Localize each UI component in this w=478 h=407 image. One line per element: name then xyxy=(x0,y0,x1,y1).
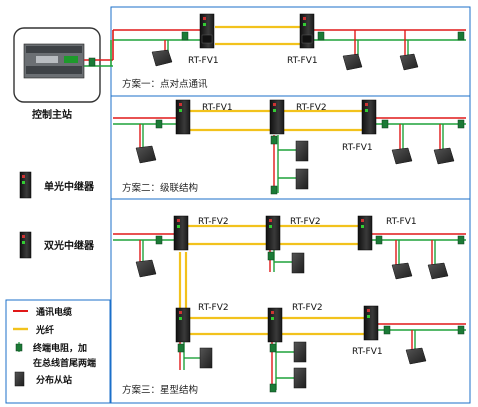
terminator-icon xyxy=(269,343,277,353)
slave-device-icon xyxy=(391,147,413,165)
terminator-icon xyxy=(457,325,465,335)
repeater-icon xyxy=(361,99,377,135)
slave-device-icon xyxy=(151,49,173,67)
legend-item-label: 在总线首尾两端 xyxy=(33,357,96,369)
terminator-icon xyxy=(267,251,275,261)
repeater-icon xyxy=(175,99,191,135)
main-station: 控制主站 xyxy=(13,27,114,121)
legend-item-label: 终端电阻，加 xyxy=(32,342,87,354)
repeater-icon xyxy=(199,13,215,49)
terminator-icon xyxy=(155,235,163,245)
slave-device-icon xyxy=(433,147,455,165)
scheme-title: 方案三：星型结构 xyxy=(122,384,198,396)
scheme-three: RT-FV2 RT-FV2 RT-FV1 RT-FV2 RT-FV2 RT-FV… xyxy=(113,215,466,396)
repeater-icon xyxy=(265,215,281,251)
scheme-one: RT-FV1 RT-FV1 方案一：点对点通讯 xyxy=(113,13,466,90)
dual-repeater-label: 双光中继器 xyxy=(44,239,95,252)
terminator-icon xyxy=(15,342,23,352)
repeater-label: RT-FV1 xyxy=(342,143,373,153)
repeater-icon xyxy=(267,307,283,343)
legend: 通讯电缆 光纤 终端电阻，加 在总线首尾两端 分布从站 xyxy=(13,306,96,387)
repeater-label: RT-FV1 xyxy=(188,56,219,66)
repeater-label: RT-FV2 xyxy=(296,103,327,113)
slave-device-icon xyxy=(295,140,309,162)
slave-device-icon xyxy=(427,262,449,280)
repeater-icon xyxy=(357,215,373,251)
dual-repeater-sample: 双光中继器 xyxy=(19,231,95,259)
repeater-label: RT-FV2 xyxy=(198,303,229,313)
terminator-icon xyxy=(177,343,185,353)
slave-device-icon xyxy=(135,145,157,164)
terminator-icon xyxy=(383,325,391,335)
slave-device-icon xyxy=(291,252,305,274)
slave-device-icon xyxy=(405,347,427,365)
repeater-icon xyxy=(173,215,189,251)
single-repeater-sample: 单光中继器 xyxy=(19,171,95,199)
legend-item-label: 光纤 xyxy=(35,324,54,336)
repeater-label: RT-FV1 xyxy=(386,217,417,227)
repeater-icon xyxy=(299,13,315,49)
terminator-icon xyxy=(317,31,325,41)
repeater-label: RT-FV2 xyxy=(292,303,323,313)
slave-device-icon xyxy=(293,341,307,363)
scheme-title: 方案二：级联结构 xyxy=(122,182,198,194)
repeater-icon xyxy=(363,305,379,341)
scheme-two: RT-FV1 RT-FV2 RT-FV1 方案二：级联结构 xyxy=(113,99,466,195)
terminator-icon xyxy=(181,31,189,41)
terminator-icon xyxy=(270,135,278,145)
repeater-label: RT-FV1 xyxy=(352,347,383,357)
slave-device-icon xyxy=(391,262,413,280)
slave-device-icon xyxy=(14,371,25,387)
repeater-label: RT-FV1 xyxy=(287,56,318,66)
terminator-icon xyxy=(155,119,163,129)
slave-device-icon xyxy=(135,259,157,278)
terminator-icon xyxy=(270,185,278,195)
repeater-label: RT-FV2 xyxy=(290,217,321,227)
slave-device-icon xyxy=(342,53,363,71)
legend-item-label: 分布从站 xyxy=(36,374,72,386)
terminator-icon xyxy=(457,235,465,245)
terminator-icon xyxy=(269,383,277,393)
main-station-label: 控制主站 xyxy=(32,108,72,121)
legend-item-label: 通讯电缆 xyxy=(36,306,72,318)
single-repeater-label: 单光中继器 xyxy=(44,180,95,193)
slave-device-icon xyxy=(399,53,419,71)
slave-device-icon xyxy=(293,367,307,389)
slave-device-icon xyxy=(199,347,213,369)
scheme-frames xyxy=(5,6,471,404)
terminator-icon xyxy=(457,119,465,129)
slave-device-icon xyxy=(295,168,309,190)
scheme-title: 方案一：点对点通讯 xyxy=(122,78,208,90)
terminator-icon xyxy=(88,57,96,67)
terminator-icon xyxy=(457,31,465,41)
terminator-icon xyxy=(375,235,383,245)
repeater-label: RT-FV1 xyxy=(202,103,233,113)
terminator-icon xyxy=(381,119,389,129)
repeater-icon xyxy=(175,307,191,343)
repeater-icon xyxy=(269,99,285,135)
repeater-label: RT-FV2 xyxy=(198,217,229,227)
